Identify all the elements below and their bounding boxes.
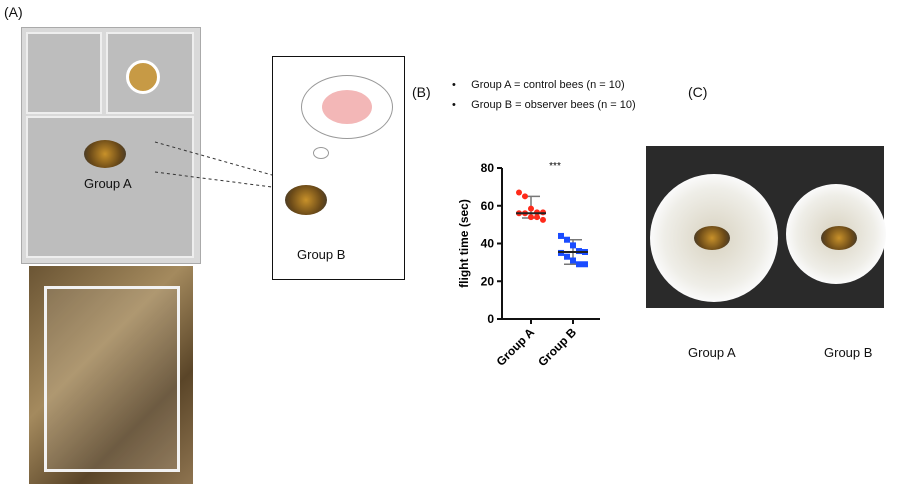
legend-item: • Group A = control bees (n = 10) (452, 79, 625, 91)
data-point (570, 257, 576, 264)
field-cage-photo (29, 266, 193, 484)
data-point (558, 232, 564, 239)
feeder-icon (126, 60, 160, 94)
thought-bubble (301, 75, 393, 139)
y-tick-label: 0 (487, 312, 494, 326)
data-point (570, 242, 576, 249)
photo-label-group-a: Group A (688, 345, 736, 360)
data-point (576, 261, 582, 268)
data-point (528, 205, 534, 212)
significance-annotation: *** (549, 161, 561, 172)
bee-icon (84, 140, 126, 168)
bee-icon (285, 185, 327, 215)
x-tick-label: Group A (494, 325, 538, 369)
observer-thought-box: Group B (272, 56, 405, 280)
data-point (564, 253, 570, 260)
legend-item: • Group B = observer bees (n = 10) (452, 99, 636, 111)
connector-lines (154, 141, 273, 188)
data-point (516, 189, 522, 196)
data-point (582, 261, 588, 268)
arena-diagram: Group A (21, 27, 201, 264)
data-point (564, 236, 570, 243)
y-tick-label: 40 (481, 237, 495, 251)
panel-label-b: (B) (412, 84, 431, 100)
x-tick-label: Group B (535, 325, 579, 369)
y-tick-label: 80 (481, 161, 495, 175)
group-b-label: Group B (297, 247, 346, 262)
photo-label-group-b: Group B (824, 345, 873, 360)
data-point (522, 193, 528, 200)
group-a-label: Group A (84, 176, 132, 191)
mortar-photo (646, 146, 886, 308)
y-tick-label: 60 (481, 199, 495, 213)
data-point (534, 214, 540, 221)
y-tick-label: 20 (481, 274, 495, 288)
flight-time-chart: 0 20 40 60 80 flight time (sec) *** Group AGrou… (457, 161, 600, 369)
data-point (540, 216, 546, 223)
y-axis-label: flight time (sec) (457, 199, 471, 288)
panel-label-c: (C) (688, 84, 708, 100)
panel-label-a: (A) (4, 4, 23, 20)
brain-icon (322, 90, 372, 124)
data-point (528, 214, 534, 221)
